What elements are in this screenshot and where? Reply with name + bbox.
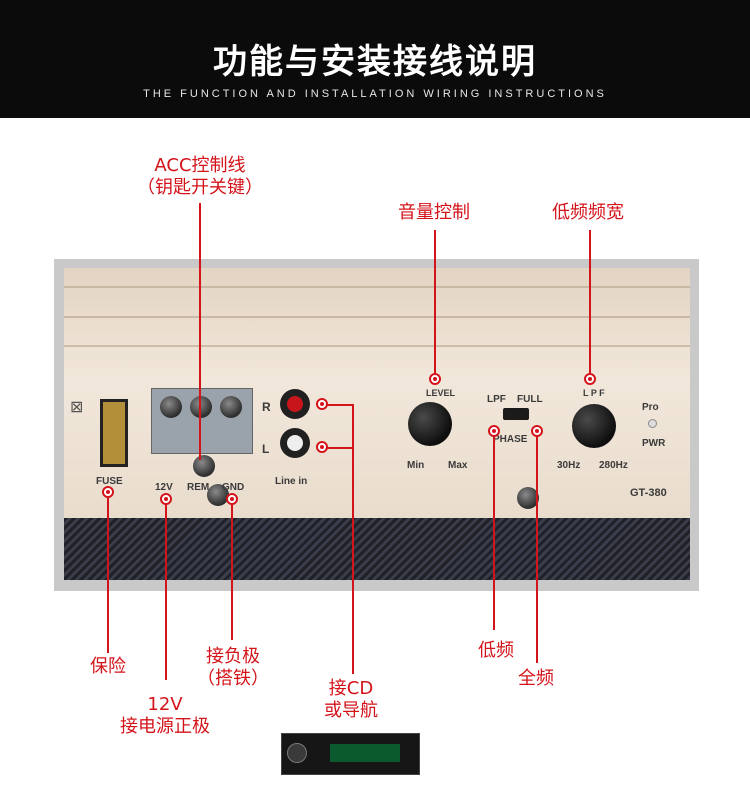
level-min-label: Min xyxy=(407,460,425,471)
fuse-label: FUSE xyxy=(96,476,123,487)
pro-label: Pro xyxy=(642,402,659,413)
lowpass-callout: 低频频宽 xyxy=(552,202,624,223)
terminal-label-gnd: GND xyxy=(222,482,245,493)
lowpass-marker xyxy=(584,373,596,385)
car-stereo-head-unit xyxy=(281,733,420,775)
fuse-marker xyxy=(102,486,114,498)
power-marker xyxy=(160,493,172,505)
page-subtitle: THE FUNCTION AND INSTALLATION WIRING INS… xyxy=(143,88,607,100)
terminal-screw xyxy=(220,396,242,418)
power-callout-line2: 接电源正极 xyxy=(120,716,210,737)
fuse-holder xyxy=(100,399,128,467)
acc-leader-line xyxy=(199,203,201,460)
level-max-label: Max xyxy=(448,460,468,471)
terminal-label-rem: REM xyxy=(187,482,210,493)
lpf-low-label: 30Hz xyxy=(557,460,581,471)
terminal-screw xyxy=(160,396,182,418)
stereo-knob xyxy=(287,743,307,763)
terminal-label-12v: 12V xyxy=(155,482,173,493)
rca-label-l: L xyxy=(262,442,270,456)
full-marker xyxy=(531,425,543,437)
level-label: LEVEL xyxy=(426,388,456,398)
panel-screw xyxy=(517,487,539,509)
phase-switch[interactable] xyxy=(503,408,529,420)
rca-right-jack[interactable] xyxy=(280,389,310,419)
cd-callout: 接CD 或导航 xyxy=(311,678,391,722)
volume-callout: 音量控制 xyxy=(398,202,470,223)
rca-left-jack[interactable] xyxy=(280,428,310,458)
power-callout-line1: 12V xyxy=(147,694,183,715)
ground-marker xyxy=(226,493,238,505)
rca-right-marker xyxy=(316,398,328,410)
page-title: 功能与安装接线说明 xyxy=(213,42,537,82)
acc-callout: ACC控制线 （钥匙开关键） xyxy=(130,155,270,199)
acc-callout-line1: ACC控制线 xyxy=(154,155,246,176)
ground-leader-line xyxy=(231,500,233,640)
cd-leader-top xyxy=(321,404,353,406)
ground-screw xyxy=(207,484,229,506)
line-in-label: Line in xyxy=(275,476,308,487)
cd-callout-line1: 接CD xyxy=(328,678,374,699)
panel-groove xyxy=(64,316,690,318)
model-label: GT-380 xyxy=(630,487,667,499)
panel-groove xyxy=(64,345,690,347)
fuse-leader-line xyxy=(107,493,109,653)
switch-lpf-label: LPF xyxy=(487,394,506,405)
cd-leader-line xyxy=(352,404,354,674)
full-callout: 全频 xyxy=(518,668,554,689)
phase-label: PHASE xyxy=(493,434,528,445)
rca-left-marker xyxy=(316,441,328,453)
ground-callout-line1: 接负极 xyxy=(206,646,260,667)
stereo-display xyxy=(330,744,400,762)
lpf-knob[interactable] xyxy=(572,404,616,448)
header-banner xyxy=(0,0,750,118)
ground-callout-line2: （搭铁） xyxy=(197,668,269,689)
switch-full-label: FULL xyxy=(517,394,543,405)
power-callout: 12V 接电源正极 xyxy=(105,694,225,738)
power-leader-line xyxy=(165,500,167,680)
low-callout: 低频 xyxy=(478,640,514,661)
volume-leader-line xyxy=(434,230,436,375)
lpf-high-label: 280Hz xyxy=(599,460,628,471)
low-marker xyxy=(488,425,500,437)
cd-leader-bottom xyxy=(321,447,353,449)
fuse-callout: 保险 xyxy=(90,656,126,677)
recycle-bin-icon: ⊠ xyxy=(70,397,84,416)
lpf-label: L P F xyxy=(583,388,605,398)
volume-marker xyxy=(429,373,441,385)
ground-callout: 接负极 （搭铁） xyxy=(193,646,273,690)
pwr-label: PWR xyxy=(642,438,666,449)
terminal-screw xyxy=(190,396,212,418)
rca-label-r: R xyxy=(262,400,271,414)
lowpass-leader-line xyxy=(589,230,591,375)
panel-groove xyxy=(64,286,690,288)
low-leader-line xyxy=(493,433,495,630)
cd-callout-line2: 或导航 xyxy=(324,700,378,721)
rem-wire-screw xyxy=(193,455,215,477)
carbon-fabric xyxy=(64,518,690,580)
acc-callout-line2: （钥匙开关键） xyxy=(137,177,263,198)
level-knob[interactable] xyxy=(408,402,452,446)
power-led xyxy=(648,419,657,428)
full-leader-line xyxy=(536,433,538,663)
